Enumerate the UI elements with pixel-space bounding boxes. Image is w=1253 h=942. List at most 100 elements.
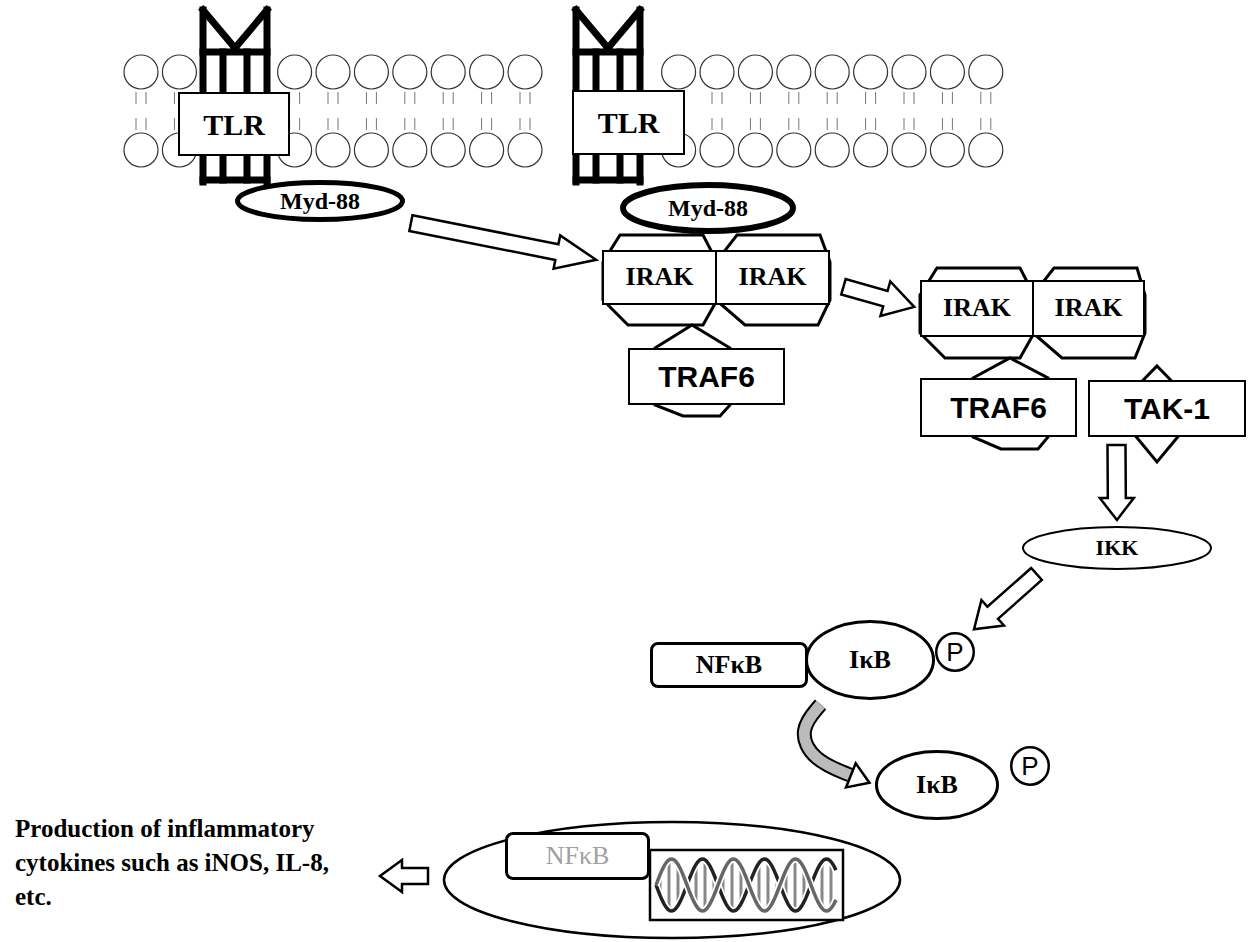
lipid-tail bbox=[453, 92, 454, 104]
receptor-stroke bbox=[608, 10, 640, 48]
block-arrow bbox=[974, 568, 1042, 629]
dna-frame bbox=[650, 850, 843, 920]
lipid-tail bbox=[722, 92, 723, 104]
kinase-box: IRAK bbox=[1032, 280, 1145, 337]
lipid-head bbox=[700, 55, 734, 89]
lipid-head bbox=[700, 133, 734, 167]
lipid-tail bbox=[942, 92, 943, 104]
node-text: TAK-1 bbox=[1124, 392, 1210, 425]
node-text: P bbox=[946, 638, 963, 667]
lipid-tail bbox=[904, 92, 905, 104]
node-text: TLR bbox=[203, 108, 265, 141]
lipid-tail bbox=[146, 92, 147, 104]
lipid-tail bbox=[443, 92, 444, 104]
lipid-head bbox=[393, 55, 427, 89]
lipid-tail bbox=[788, 118, 789, 130]
ellipse-outline bbox=[807, 622, 934, 699]
lipid-tail bbox=[788, 92, 789, 104]
inhibitor-ellipse: IκB bbox=[805, 620, 935, 700]
ellipse-outline bbox=[1023, 527, 1211, 569]
node-text: IKK bbox=[1096, 536, 1139, 560]
lipid-tail bbox=[136, 92, 137, 104]
lipid-tail bbox=[750, 92, 751, 104]
node-text: TRAF6 bbox=[658, 360, 755, 393]
lipid-tail bbox=[865, 118, 866, 130]
signal-arrow bbox=[409, 215, 596, 268]
lipid-tail bbox=[146, 118, 147, 130]
signal-arrow bbox=[841, 279, 914, 316]
lipid-tail bbox=[338, 118, 339, 130]
lipid-tail bbox=[404, 118, 405, 130]
lipid-head bbox=[815, 133, 849, 167]
lipid-head bbox=[969, 55, 1003, 89]
transcription-factor-box: NFκB bbox=[650, 642, 808, 688]
lipid-tail bbox=[481, 118, 482, 130]
lipid-tail bbox=[404, 92, 405, 104]
lipid-tail bbox=[328, 118, 329, 130]
receptor-stroke bbox=[235, 10, 267, 48]
node-text: Myd-88 bbox=[280, 188, 360, 214]
kinase-box: IRAK bbox=[715, 250, 830, 305]
lipid-tail bbox=[952, 118, 953, 130]
receptor-stroke bbox=[203, 177, 267, 184]
lipid-tail bbox=[798, 92, 799, 104]
node-text: IκB bbox=[916, 771, 958, 800]
ellipse-outline bbox=[936, 633, 974, 671]
hexagon-outline bbox=[1033, 268, 1145, 358]
lipid-tail bbox=[865, 92, 866, 104]
lipid-head bbox=[316, 133, 350, 167]
node-text: TLR bbox=[598, 106, 660, 139]
node-text: NFκB bbox=[696, 651, 762, 680]
block-arrow bbox=[409, 215, 596, 268]
lipid-tail bbox=[376, 92, 377, 104]
node-text: Myd-88 bbox=[668, 195, 748, 221]
lipid-head bbox=[354, 133, 388, 167]
lipid-tail bbox=[136, 118, 137, 130]
ellipse-outline bbox=[623, 185, 793, 231]
lipid-tail bbox=[722, 118, 723, 130]
adaptor-box: TRAF6 bbox=[920, 378, 1077, 437]
lipid-head bbox=[738, 133, 772, 167]
lipid-tail bbox=[328, 92, 329, 104]
phosphate-circle: P bbox=[1010, 746, 1050, 786]
lipid-head bbox=[431, 133, 465, 167]
lipid-tail bbox=[942, 118, 943, 130]
lipid-tail bbox=[990, 92, 991, 104]
lipid-tail bbox=[491, 92, 492, 104]
lipid-tail bbox=[914, 118, 915, 130]
lipid-tail bbox=[520, 118, 521, 130]
receptor-stroke bbox=[203, 49, 267, 56]
receptor-stroke bbox=[576, 49, 640, 56]
lipid-tail bbox=[530, 118, 531, 130]
ellipse-outline bbox=[1011, 747, 1049, 785]
lipid-tail bbox=[414, 92, 415, 104]
lipid-tail bbox=[827, 92, 828, 104]
lipid-head bbox=[508, 55, 542, 89]
phosphate-circle: P bbox=[935, 632, 975, 672]
receptor-stroke bbox=[203, 10, 235, 48]
hexagon-outline bbox=[716, 235, 830, 325]
lipid-head bbox=[854, 133, 888, 167]
lipid-head bbox=[316, 55, 350, 89]
lipid-head bbox=[124, 55, 158, 89]
lipid-head bbox=[815, 55, 849, 89]
outcome-note: Production of inflammatory cytokines suc… bbox=[15, 812, 345, 913]
receptor-stroke bbox=[576, 177, 640, 184]
kinase-box: TAK-1 bbox=[1088, 380, 1246, 437]
lipid-tail bbox=[530, 92, 531, 104]
ellipse-outline bbox=[238, 183, 403, 220]
curved-arrow-body bbox=[804, 705, 851, 776]
lipid-tail bbox=[875, 92, 876, 104]
lipid-tail bbox=[481, 92, 482, 104]
lipid-head bbox=[930, 133, 964, 167]
lipid-tail bbox=[414, 118, 415, 130]
lipid-tail bbox=[904, 118, 905, 130]
output-arrow bbox=[380, 860, 428, 892]
base-pair bbox=[794, 859, 797, 911]
lipid-tail bbox=[299, 118, 300, 130]
lipid-tail bbox=[914, 92, 915, 104]
node-text: IRAK bbox=[739, 263, 807, 292]
dna-strand bbox=[656, 859, 836, 911]
inhibitor-ellipse: IκB bbox=[875, 750, 999, 820]
base-pair bbox=[731, 859, 734, 910]
